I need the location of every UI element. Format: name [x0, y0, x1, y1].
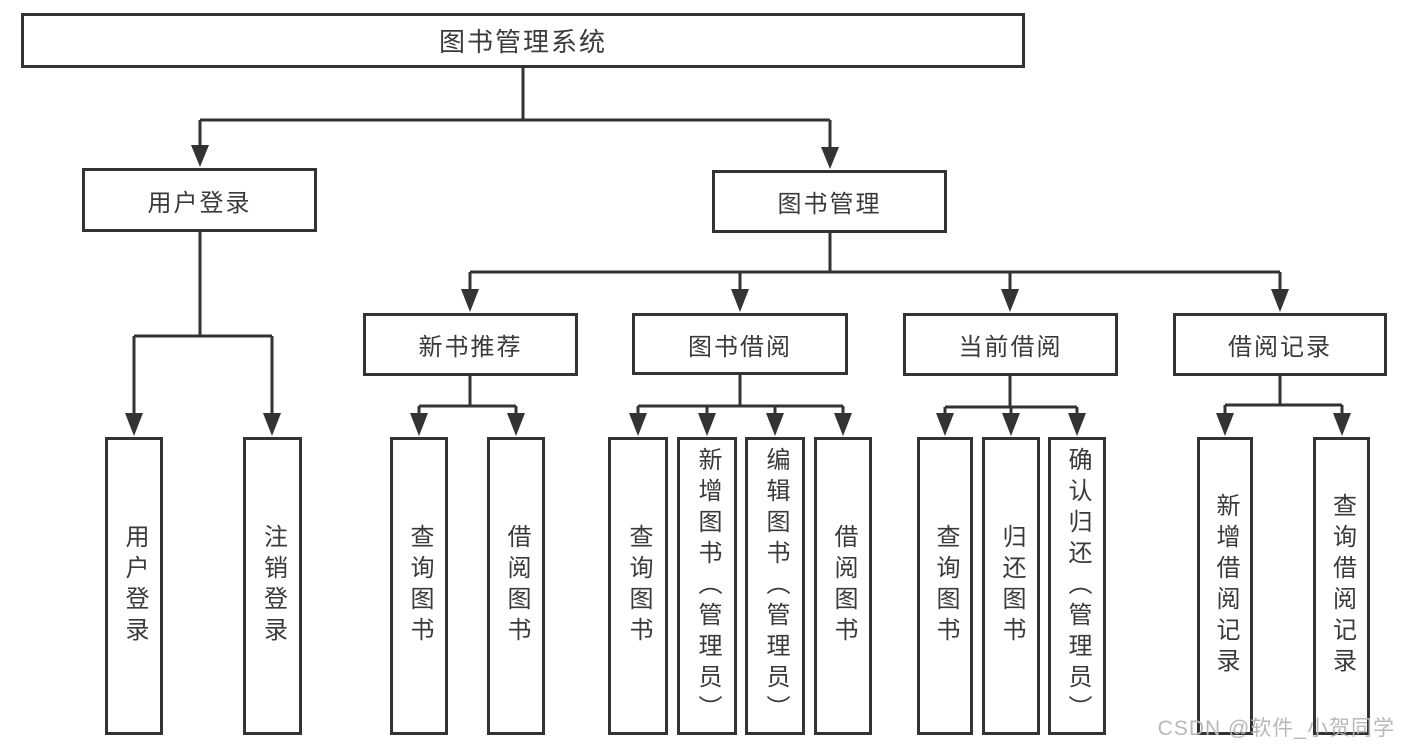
node-user-login: 用户登录 [82, 168, 317, 232]
node-borrow-records-label: 借阅记录 [1228, 334, 1332, 361]
leaf-bb-query-books-label: 查询图书 [625, 524, 652, 648]
arrowheads [125, 145, 1351, 436]
leaf-logout-label: 注销登录 [259, 524, 287, 648]
leaf-cb-confirm-return-admin: 确认归还（管理员） [1048, 437, 1106, 735]
leaf-cb-return-books: 归还图书 [982, 437, 1040, 735]
leaf-cb-query-books-label: 查询图书 [932, 524, 959, 648]
leaf-br-query-record: 查询借阅记录 [1313, 437, 1370, 735]
leaf-bb-edit-books-admin-label: 编辑图书（管理员） [762, 446, 789, 726]
node-current-borrowing: 当前借阅 [903, 313, 1118, 376]
leaf-bb-borrow-books-label: 借阅图书 [830, 524, 857, 648]
leaf-nb-borrow-books: 借阅图书 [487, 437, 545, 735]
leaf-nb-query-books-label: 查询图书 [406, 524, 433, 648]
leaf-bb-add-books-admin-label: 新增图书（管理员） [694, 446, 721, 726]
leaf-br-add-record: 新增借阅记录 [1197, 437, 1253, 735]
node-book-borrowing-label: 图书借阅 [688, 333, 792, 361]
node-book-management-label: 图书管理 [777, 191, 882, 218]
leaf-br-query-record-label: 查询借阅记录 [1328, 493, 1356, 679]
leaf-user-login: 用户登录 [105, 437, 163, 735]
leaf-user-login-label: 用户登录 [121, 524, 148, 648]
node-book-management: 图书管理 [712, 170, 947, 233]
leaf-bb-add-books-admin: 新增图书（管理员） [677, 437, 737, 735]
leaf-bb-borrow-books: 借阅图书 [814, 437, 872, 735]
leaf-nb-borrow-books-label: 借阅图书 [503, 524, 530, 648]
leaf-br-add-record-label: 新增借阅记录 [1212, 493, 1239, 679]
leaf-cb-return-books-label: 归还图书 [998, 524, 1025, 648]
node-new-book-recommend-label: 新书推荐 [418, 334, 523, 361]
node-root-label: 图书管理系统 [438, 27, 607, 57]
csdn-watermark: CSDN @软件_小贺同学 [1157, 717, 1395, 740]
node-root-system: 图书管理系统 [21, 13, 1025, 68]
node-book-borrowing: 图书借阅 [632, 313, 848, 375]
leaf-bb-query-books: 查询图书 [608, 437, 668, 735]
node-borrow-records: 借阅记录 [1173, 313, 1387, 376]
node-user-login-label: 用户登录 [147, 189, 252, 217]
leaf-logout: 注销登录 [243, 437, 302, 735]
leaf-nb-query-books: 查询图书 [390, 437, 448, 735]
node-current-borrowing-label: 当前借阅 [958, 334, 1063, 361]
node-new-book-recommend: 新书推荐 [363, 313, 578, 376]
leaf-cb-query-books: 查询图书 [917, 437, 973, 735]
leaf-bb-edit-books-admin: 编辑图书（管理员） [745, 437, 805, 735]
leaf-cb-confirm-return-admin-label: 确认归还（管理员） [1064, 446, 1091, 726]
